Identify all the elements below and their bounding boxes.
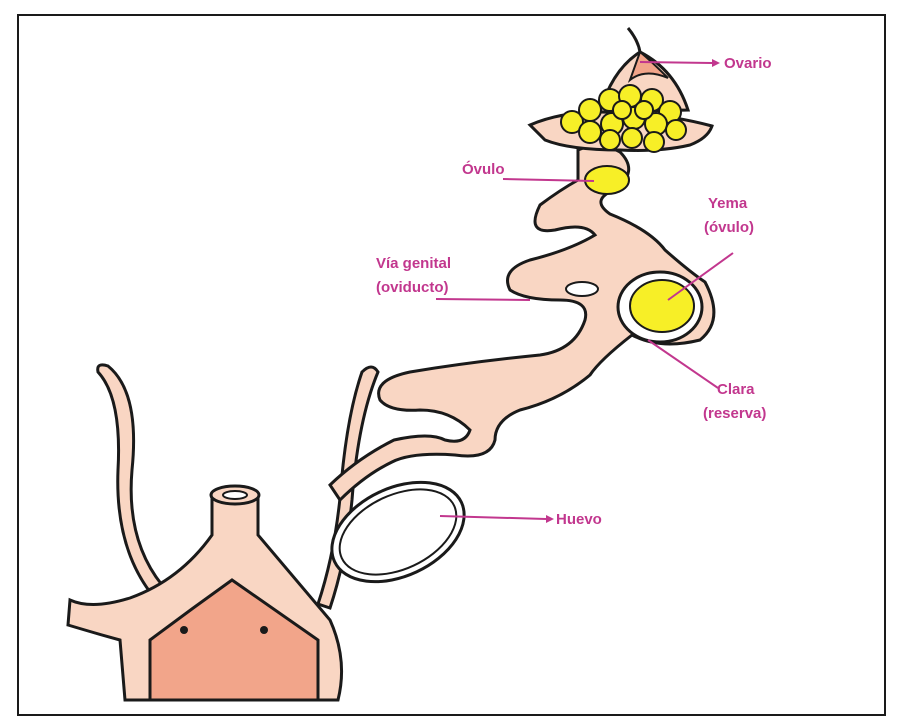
label-clara-2: (reserva): [703, 405, 766, 422]
left-tube: [98, 365, 162, 592]
label-via-2: (oviducto): [376, 279, 449, 296]
label-huevo: Huevo: [556, 511, 602, 528]
label-ovario: Ovario: [724, 55, 772, 72]
cloaca-dot-right: [260, 626, 268, 634]
cloaca-dot-left: [180, 626, 188, 634]
label-via-1: Vía genital: [376, 255, 451, 272]
label-clara-1: Clara: [717, 381, 755, 398]
label-yema-1: Yema: [708, 195, 748, 212]
label-yema-2: (óvulo): [704, 219, 754, 236]
label-ovulo: Óvulo: [462, 160, 505, 178]
